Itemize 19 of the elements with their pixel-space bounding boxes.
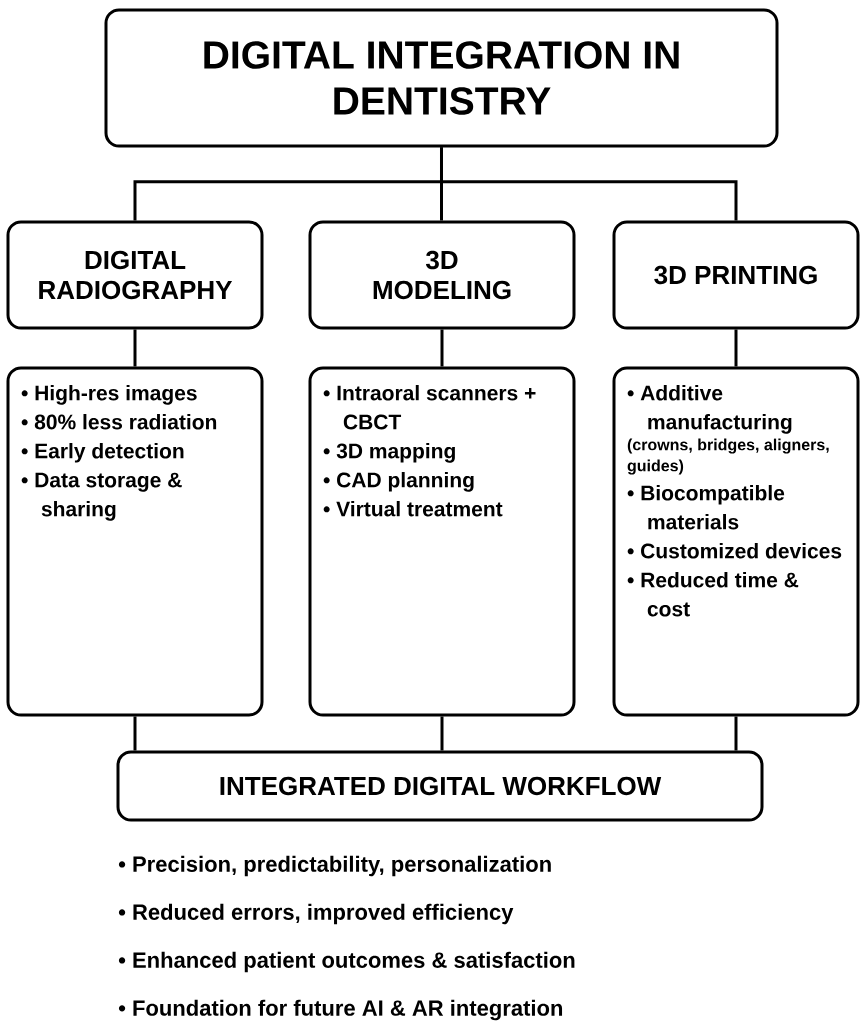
category-box: DIGITAL RADIOGRAPHY <box>6 220 264 330</box>
title-box: DIGITAL INTEGRATION IN DENTISTRY <box>104 8 779 148</box>
connector-line <box>133 329 137 367</box>
bullet-text: • Foundation for future AI & AR integration <box>118 999 563 1021</box>
bullet-list-box: • Intraoral scanners + CBCT • 3D mapping • CAD planning • Virtual treatment <box>308 366 576 717</box>
workflow-box: INTEGRATED DIGITAL WORKFLOW <box>116 750 764 822</box>
connector-line <box>133 716 137 751</box>
connector-line <box>440 329 444 367</box>
connector-line <box>440 147 738 221</box>
bullet-text: • Precision, predictability, personalization <box>118 855 551 877</box>
bullet-text: • Enhanced patient outcomes & satisfaction <box>118 951 575 973</box>
connector-line <box>734 329 738 367</box>
connector-line <box>734 716 738 751</box>
bullet-list-box: • Additive manufacturing (crowns, bridges, aligners, guides) • Biocompatible materials • Customized devices • Reduced time & cost <box>612 366 860 717</box>
category-box: 3D PRINTING <box>612 220 860 330</box>
category-box: 3D MODELING <box>308 220 576 330</box>
connector-line <box>440 716 444 751</box>
bullet-text: • Reduced errors, improved efficiency <box>118 903 514 925</box>
bullet-list-box: • High-res images • 80% less radiation • Early detection • Data storage & sharing <box>6 366 264 717</box>
